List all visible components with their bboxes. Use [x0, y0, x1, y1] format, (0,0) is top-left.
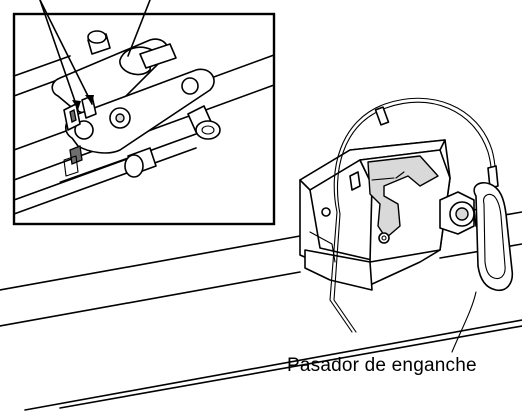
wire-lanyard: [329, 97, 499, 333]
callout-leader: [451, 291, 477, 353]
main-tube: [0, 211, 522, 411]
inset-leader-lines: [39, 0, 151, 111]
latch-bracket: [299, 139, 491, 291]
detail-inset: [12, 12, 276, 226]
callout-label: Pasador de enganche: [287, 355, 477, 376]
ring-pin: [473, 181, 514, 292]
